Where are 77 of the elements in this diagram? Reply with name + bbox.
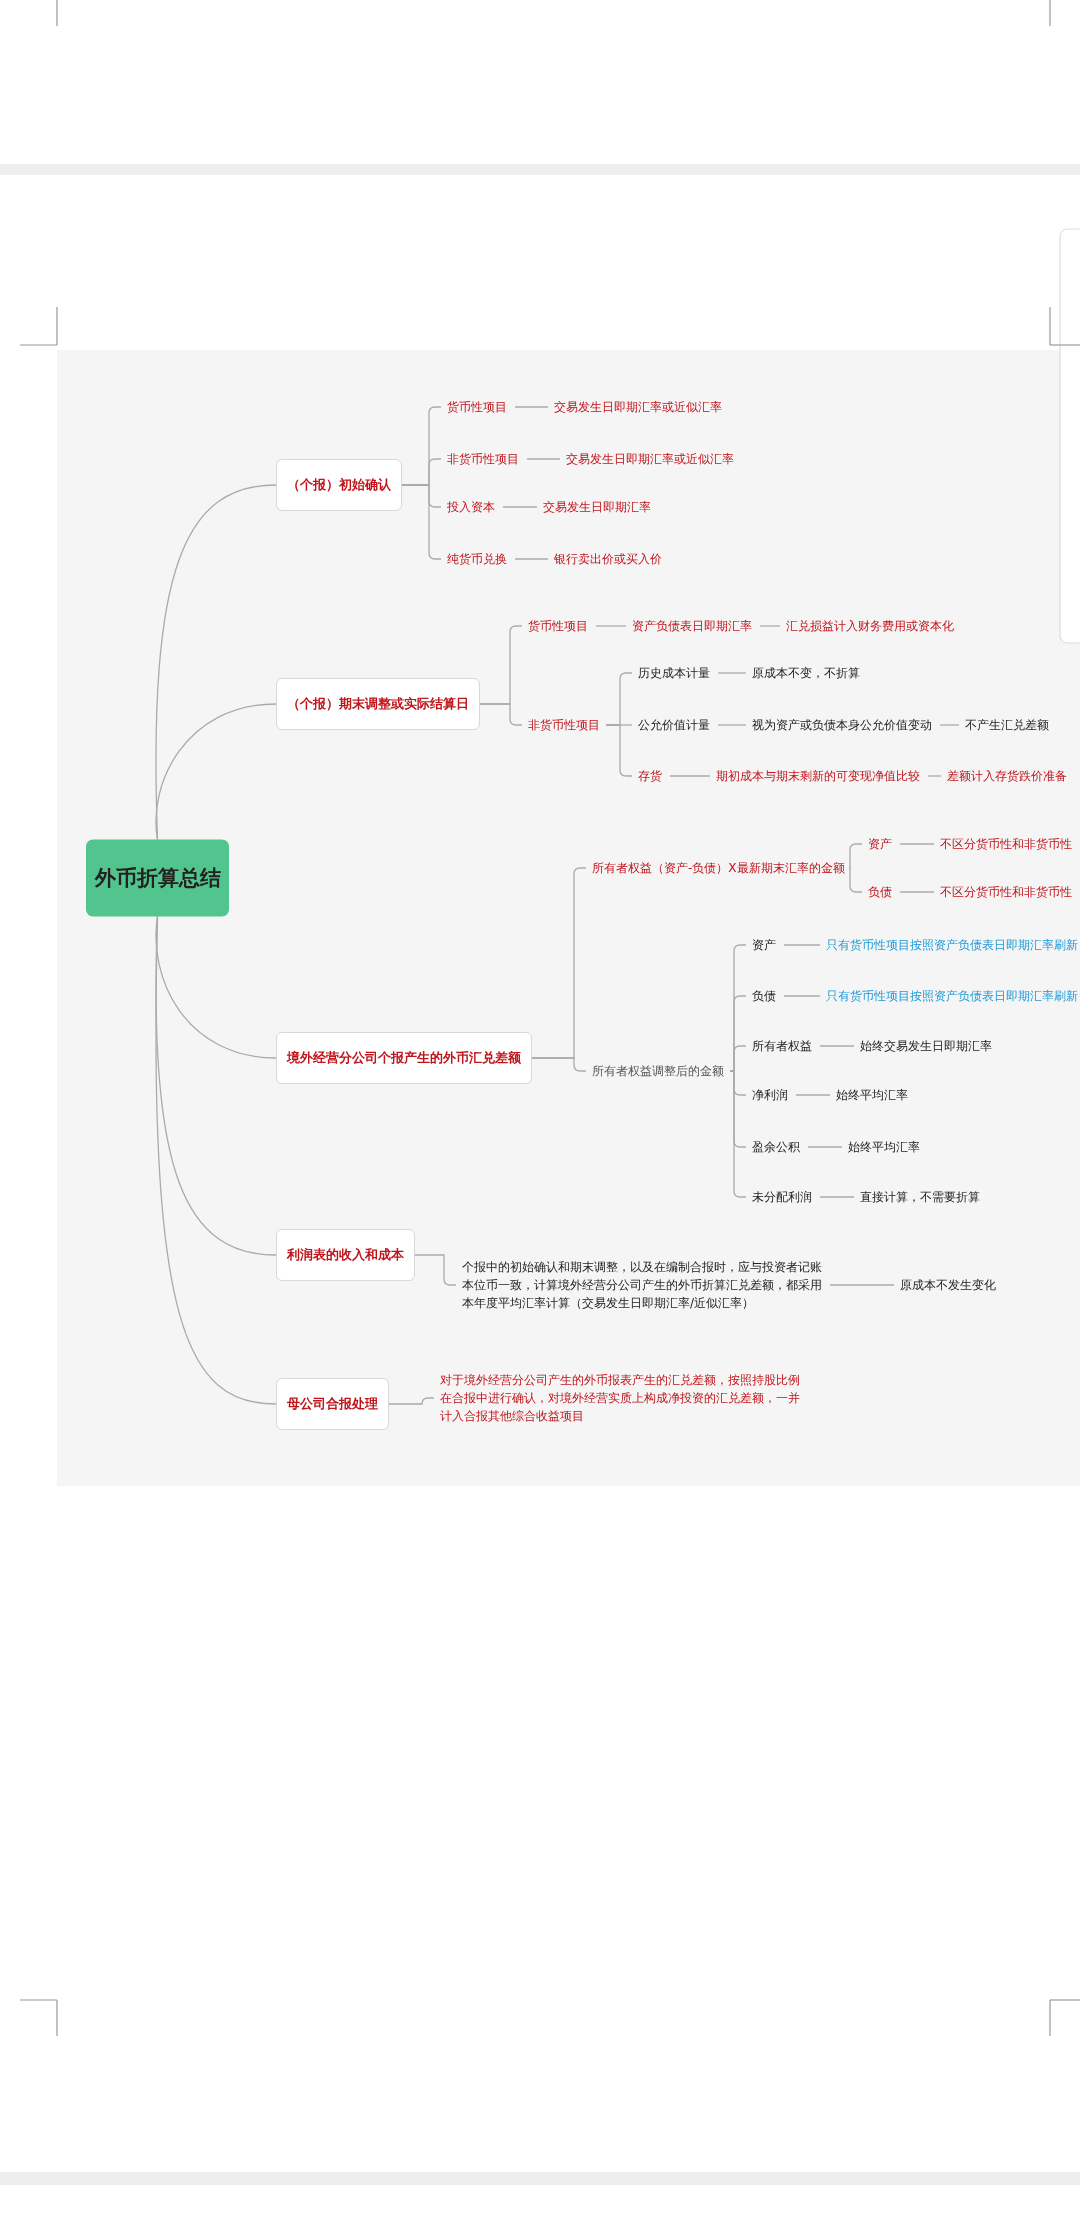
subtopic-text: 货币性项目 [528, 617, 588, 635]
connector-line [669, 775, 711, 777]
connector-line [899, 843, 935, 845]
subtopic-text: 公允价值计量 [638, 716, 710, 734]
subtopic-text: 资产 [868, 835, 892, 853]
leaf-text: 汇兑损益计入财务费用或资本化 [786, 617, 954, 635]
connector-line [514, 558, 549, 560]
leaf-text: 只有货币性项目按照资产负债表日即期汇率刷新 [826, 936, 1078, 954]
note-paragraph: 个报中的初始确认和期末调整，以及在编制合报时，应与投资者记账本位币一致，计算境外经营分公司产生的外币折算汇兑差额，都采用本年度平均汇率计算（交易发生日即期汇率/近似汇率） [462, 1258, 822, 1312]
subtopic-text: 存货 [638, 767, 662, 785]
connector-line [849, 867, 863, 893]
leaf-text: 银行卖出价或买入价 [554, 550, 662, 568]
leaf-text: 始终平均汇率 [836, 1086, 908, 1104]
subtopic-text: 非货币性项目 [447, 450, 519, 468]
subtopic-text: 所有者权益（资产-负债）X最新期末汇率的金额 [592, 859, 845, 877]
leaf-text: 视为资产或负债本身公允价值变动 [752, 716, 932, 734]
leaf-text: 不产生汇兑差额 [965, 716, 1049, 734]
connector-line [783, 995, 821, 997]
connector-line [819, 1196, 855, 1198]
connector-line [849, 843, 863, 869]
connector-line [531, 1057, 587, 1072]
connector-line [717, 724, 747, 726]
leaf-text: 交易发生日即期汇率 [543, 498, 651, 516]
leaf-text: 期初成本与期末剩新的可变现净值比较 [716, 767, 920, 785]
connector-line [155, 915, 277, 1405]
leaf-text: 不区分货币性和非货币性 [940, 835, 1072, 853]
leaf-text: 原成本不发生变化 [900, 1276, 996, 1294]
connector-line [939, 724, 960, 726]
connector-line [479, 703, 523, 726]
leaf-text: 差额计入存货跌价准备 [947, 767, 1067, 785]
connector-line [795, 1094, 831, 1096]
subtopic-text: 非货币性项目 [528, 716, 600, 734]
subtopic-text: 投入资本 [447, 498, 495, 516]
connector-line [829, 1284, 895, 1286]
subtopic-text: 未分配利润 [752, 1188, 812, 1206]
subtopic-text: 纯货币兑换 [447, 550, 507, 568]
connector-line [605, 724, 633, 777]
note-paragraph: 对于境外经营分公司产生的外币报表产生的汇兑差额，按照持股比例在合报中进行确认，对境外经营实质上构成净投资的汇兑差额，一并计入合报其他综合收益项目 [440, 1371, 800, 1425]
topic-box: （个报）初始确认 [276, 459, 402, 511]
connector-line [899, 891, 935, 893]
connector-line [155, 703, 277, 841]
topic-box: 境外经营分公司个报产生的外币汇兑差额 [276, 1032, 532, 1084]
subtopic-text: 盈余公积 [752, 1138, 800, 1156]
subtopic-text: 历史成本计量 [638, 664, 710, 682]
leaf-text: 交易发生日即期汇率或近似汇率 [566, 450, 734, 468]
subtopic-text: 负债 [868, 883, 892, 901]
subtopic-text: 资产 [752, 936, 776, 954]
connector-line [595, 625, 627, 627]
connector-line [807, 1146, 843, 1148]
connector-line [401, 484, 442, 560]
leaf-text: 不区分货币性和非货币性 [940, 883, 1072, 901]
connector-line [514, 406, 549, 408]
connector-line [927, 775, 942, 777]
leaf-text: 原成本不变，不折算 [752, 664, 860, 682]
connector-line [388, 1397, 435, 1405]
root-topic-box: 外币折算总结 [86, 839, 229, 917]
connector-line [759, 625, 781, 627]
leaf-text: 始终交易发生日即期汇率 [860, 1037, 992, 1055]
connector-line [819, 1045, 855, 1047]
subtopic-text: 负债 [752, 987, 776, 1005]
subtopic-text: 所有者权益调整后的金额 [592, 1062, 724, 1080]
topic-box: 母公司合报处理 [276, 1378, 389, 1430]
connector-line [783, 944, 821, 946]
leaf-text: 只有货币性项目按照资产负债表日即期汇率刷新 [826, 987, 1078, 1005]
subtopic-text: 净利润 [752, 1086, 788, 1104]
topic-box: 利润表的收入和成本 [276, 1229, 415, 1281]
connector-line [414, 1254, 457, 1286]
leaf-text: 始终平均汇率 [848, 1138, 920, 1156]
connector-line [717, 672, 747, 674]
leaf-text: 交易发生日即期汇率或近似汇率 [554, 398, 722, 416]
subtopic-text: 所有者权益 [752, 1037, 812, 1055]
leaf-text: 直接计算，不需要折算 [860, 1188, 980, 1206]
topic-box: （个报）期末调整或实际结算日 [276, 678, 480, 730]
subtopic-text: 货币性项目 [447, 398, 507, 416]
connector-line [502, 506, 538, 508]
connector-line [526, 458, 561, 460]
leaf-text: 资产负债表日即期汇率 [632, 617, 752, 635]
